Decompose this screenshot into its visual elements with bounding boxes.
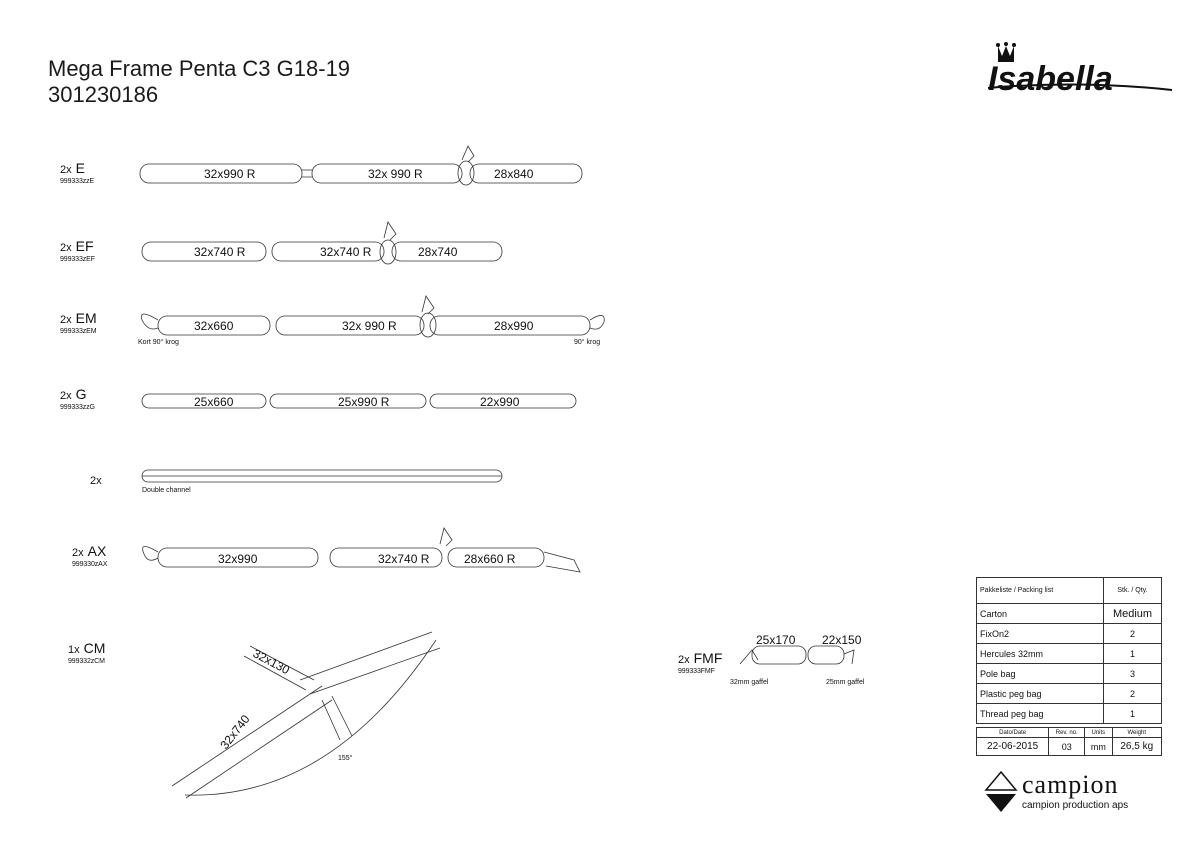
logo-word: campion bbox=[1022, 770, 1119, 799]
footer-labels: Dato/Date Rev. no. Units Weight bbox=[975, 727, 1162, 738]
document-number: 301230186 bbox=[48, 82, 159, 107]
tube-label: 32x740 R bbox=[194, 245, 246, 259]
tube-label: 32x660 bbox=[194, 319, 234, 333]
pole-g bbox=[141, 393, 577, 409]
pole-fmf bbox=[739, 645, 855, 665]
pole-em bbox=[140, 295, 605, 338]
pole-cm bbox=[171, 631, 441, 799]
crown-icon bbox=[996, 42, 1016, 62]
company-name: campion production aps bbox=[1022, 800, 1129, 811]
pole-ef bbox=[141, 221, 503, 265]
tube-label: 32x 990 R bbox=[342, 319, 397, 333]
tube-label: 32x740 bbox=[217, 712, 252, 752]
tube-label: 32x740 R bbox=[320, 245, 372, 259]
tube-label: 28x740 bbox=[418, 245, 458, 259]
tube-label: 32x130 bbox=[251, 646, 293, 677]
double-channel bbox=[141, 469, 503, 483]
tube-label: 25x660 bbox=[194, 395, 234, 409]
tube-label: 25x170 bbox=[756, 633, 796, 647]
tube-label: 28x660 R bbox=[464, 552, 516, 566]
brand-name: Isabella bbox=[988, 60, 1113, 98]
tube-label: 32x990 R bbox=[204, 167, 256, 181]
tube-label: 25x990 R bbox=[338, 395, 390, 409]
pole-e bbox=[139, 145, 583, 186]
triangle-logo-icon bbox=[984, 770, 1018, 812]
packing-row: Hercules 32mm 1 bbox=[976, 643, 1162, 664]
pole-ax bbox=[142, 527, 581, 573]
note-right: 25mm gaffel bbox=[826, 679, 865, 686]
tube-label: 22x150 bbox=[822, 633, 862, 647]
packing-header: Pakkeliste / Packing list Stk. / Qty. bbox=[976, 577, 1162, 604]
tube-label: 22x990 bbox=[480, 395, 520, 409]
note-left: 32mm gaffel bbox=[730, 679, 769, 686]
packing-row: FixOn2 2 bbox=[976, 623, 1162, 644]
tube-label: 28x840 bbox=[494, 167, 534, 181]
isabella-logo: Isabella bbox=[987, 42, 1173, 98]
document-title: Mega Frame Penta C3 G18-19 bbox=[48, 56, 351, 81]
tube-label: 32x990 bbox=[218, 552, 258, 566]
tube-label: 32x740 R bbox=[378, 552, 430, 566]
packing-row: Plastic peg bag 2 bbox=[976, 683, 1162, 704]
tube-label: 28x990 bbox=[494, 319, 534, 333]
part-label-double-channel: 2x bbox=[90, 475, 102, 487]
tube-label: 32x 990 R bbox=[368, 167, 423, 181]
footer-values: 22-06-2015 03 mm 26,5 kg bbox=[975, 737, 1162, 756]
pole-drawings: 32x990 R 32x 990 R 28x840 32x740 R 32x74… bbox=[138, 145, 865, 799]
note-left: Kort 90° krog bbox=[138, 338, 179, 346]
angle-note: 155° bbox=[338, 754, 353, 762]
note-double-channel: Double channel bbox=[142, 487, 191, 494]
packing-list: Pakkeliste / Packing list Stk. / Qty. Ca… bbox=[975, 577, 1162, 756]
note-right: 90° krog bbox=[574, 338, 600, 346]
packing-row: Carton Medium bbox=[976, 603, 1162, 624]
packing-row: Pole bag 3 bbox=[976, 663, 1162, 684]
packing-row: Thread peg bag 1 bbox=[976, 703, 1162, 724]
